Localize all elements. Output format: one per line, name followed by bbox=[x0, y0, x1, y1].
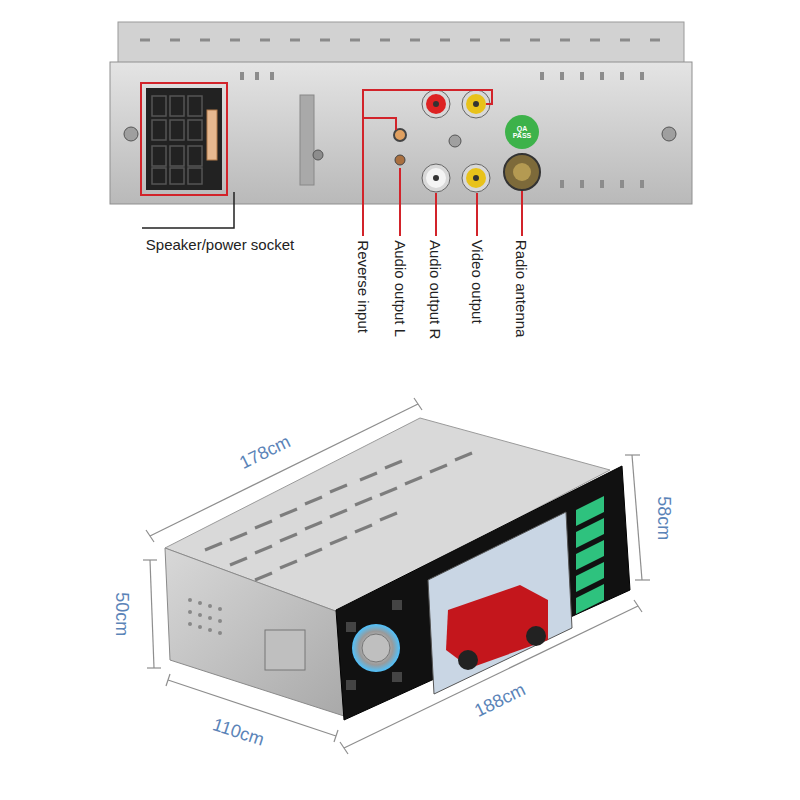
dimension-label: 178cm bbox=[236, 431, 294, 473]
callout-label: Audio output R bbox=[427, 240, 444, 339]
dimension-label: 50cm bbox=[112, 592, 133, 636]
part-label: Speaker/power socket bbox=[146, 236, 294, 253]
callout-label: Audio output L bbox=[391, 240, 408, 337]
callout-label: Reverse input bbox=[354, 240, 371, 333]
back-panel bbox=[110, 22, 692, 236]
radio-unit bbox=[165, 418, 630, 720]
sticker-text: QA PASS bbox=[511, 125, 533, 139]
dimension-label: 188cm bbox=[471, 679, 529, 721]
callout-label: Radio antenna bbox=[513, 240, 530, 338]
callout-label: Video output bbox=[468, 240, 485, 324]
dimension-lines bbox=[143, 398, 650, 754]
dimension-label: 58cm bbox=[654, 496, 675, 540]
dimension-label: 110cm bbox=[210, 714, 267, 750]
